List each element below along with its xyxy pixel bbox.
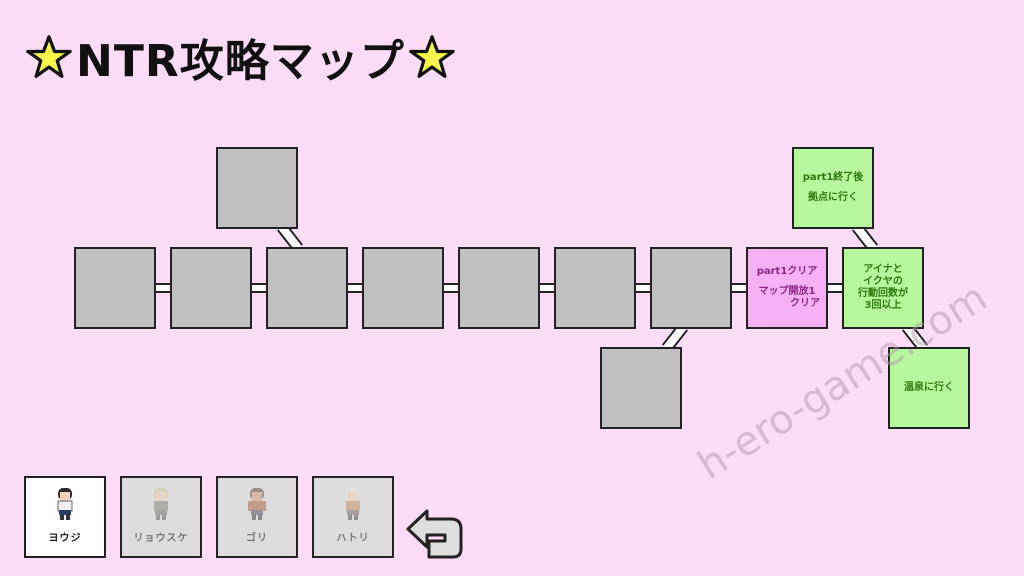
node-text: クリア xyxy=(790,298,820,309)
page-title: NTR攻略マップ xyxy=(26,22,455,92)
character-sprite xyxy=(341,487,365,521)
character-select-hatori[interactable]: ハトリ xyxy=(312,476,394,558)
map-node-action-count[interactable]: アイナと イクヤの 行動回数が 3回以上 xyxy=(842,247,924,329)
node-text: 行動回数が xyxy=(858,288,908,299)
node-text: 温泉に行く xyxy=(904,382,954,393)
character-name: リョウスケ xyxy=(133,533,189,544)
node-text: 3回以上 xyxy=(864,300,902,311)
path-connector xyxy=(636,283,650,293)
map-node-go-to-base[interactable]: part1終了後 拠点に行く xyxy=(792,147,874,229)
map-node-locked[interactable] xyxy=(170,247,252,329)
star-icon xyxy=(408,35,455,78)
character-select-ryosuke[interactable]: リョウスケ xyxy=(120,476,202,558)
path-connector xyxy=(252,283,266,293)
map-node-locked[interactable] xyxy=(216,147,298,229)
map-node-locked[interactable] xyxy=(266,247,348,329)
character-sprite xyxy=(53,487,77,521)
path-connector xyxy=(828,283,842,293)
map-node-locked[interactable] xyxy=(554,247,636,329)
path-connector xyxy=(540,283,554,293)
map-node-locked[interactable] xyxy=(650,247,732,329)
back-arrow-icon xyxy=(406,509,463,559)
character-select-yoji[interactable]: ヨウジ xyxy=(24,476,106,558)
map-node-locked[interactable] xyxy=(362,247,444,329)
path-connector xyxy=(348,283,362,293)
path-connector xyxy=(156,283,170,293)
character-select-gori[interactable]: ゴリ xyxy=(216,476,298,558)
back-button[interactable] xyxy=(405,505,465,561)
character-name: ハトリ xyxy=(336,533,370,544)
character-sprite xyxy=(245,487,269,521)
path-connector xyxy=(444,283,458,293)
map-node-locked[interactable] xyxy=(74,247,156,329)
node-text: 拠点に行く xyxy=(808,192,858,203)
node-text: アイナと xyxy=(863,264,903,275)
map-node-part1-clear[interactable]: part1クリア マップ開放1 クリア xyxy=(746,247,828,329)
node-text: イクヤの xyxy=(863,276,903,287)
node-text: マップ開放1 xyxy=(758,286,816,297)
node-text: part1終了後 xyxy=(802,172,864,183)
title-text: NTR攻略マップ xyxy=(76,36,405,87)
map-node-go-to-hot-spring[interactable]: 温泉に行く xyxy=(888,347,970,429)
node-text: part1クリア xyxy=(756,266,818,277)
character-name: ゴリ xyxy=(246,533,268,544)
star-icon xyxy=(26,35,72,78)
map-node-locked[interactable] xyxy=(458,247,540,329)
character-name: ヨウジ xyxy=(48,533,82,544)
character-sprite xyxy=(149,487,173,521)
path-connector xyxy=(732,283,746,293)
map-node-locked[interactable] xyxy=(600,347,682,429)
